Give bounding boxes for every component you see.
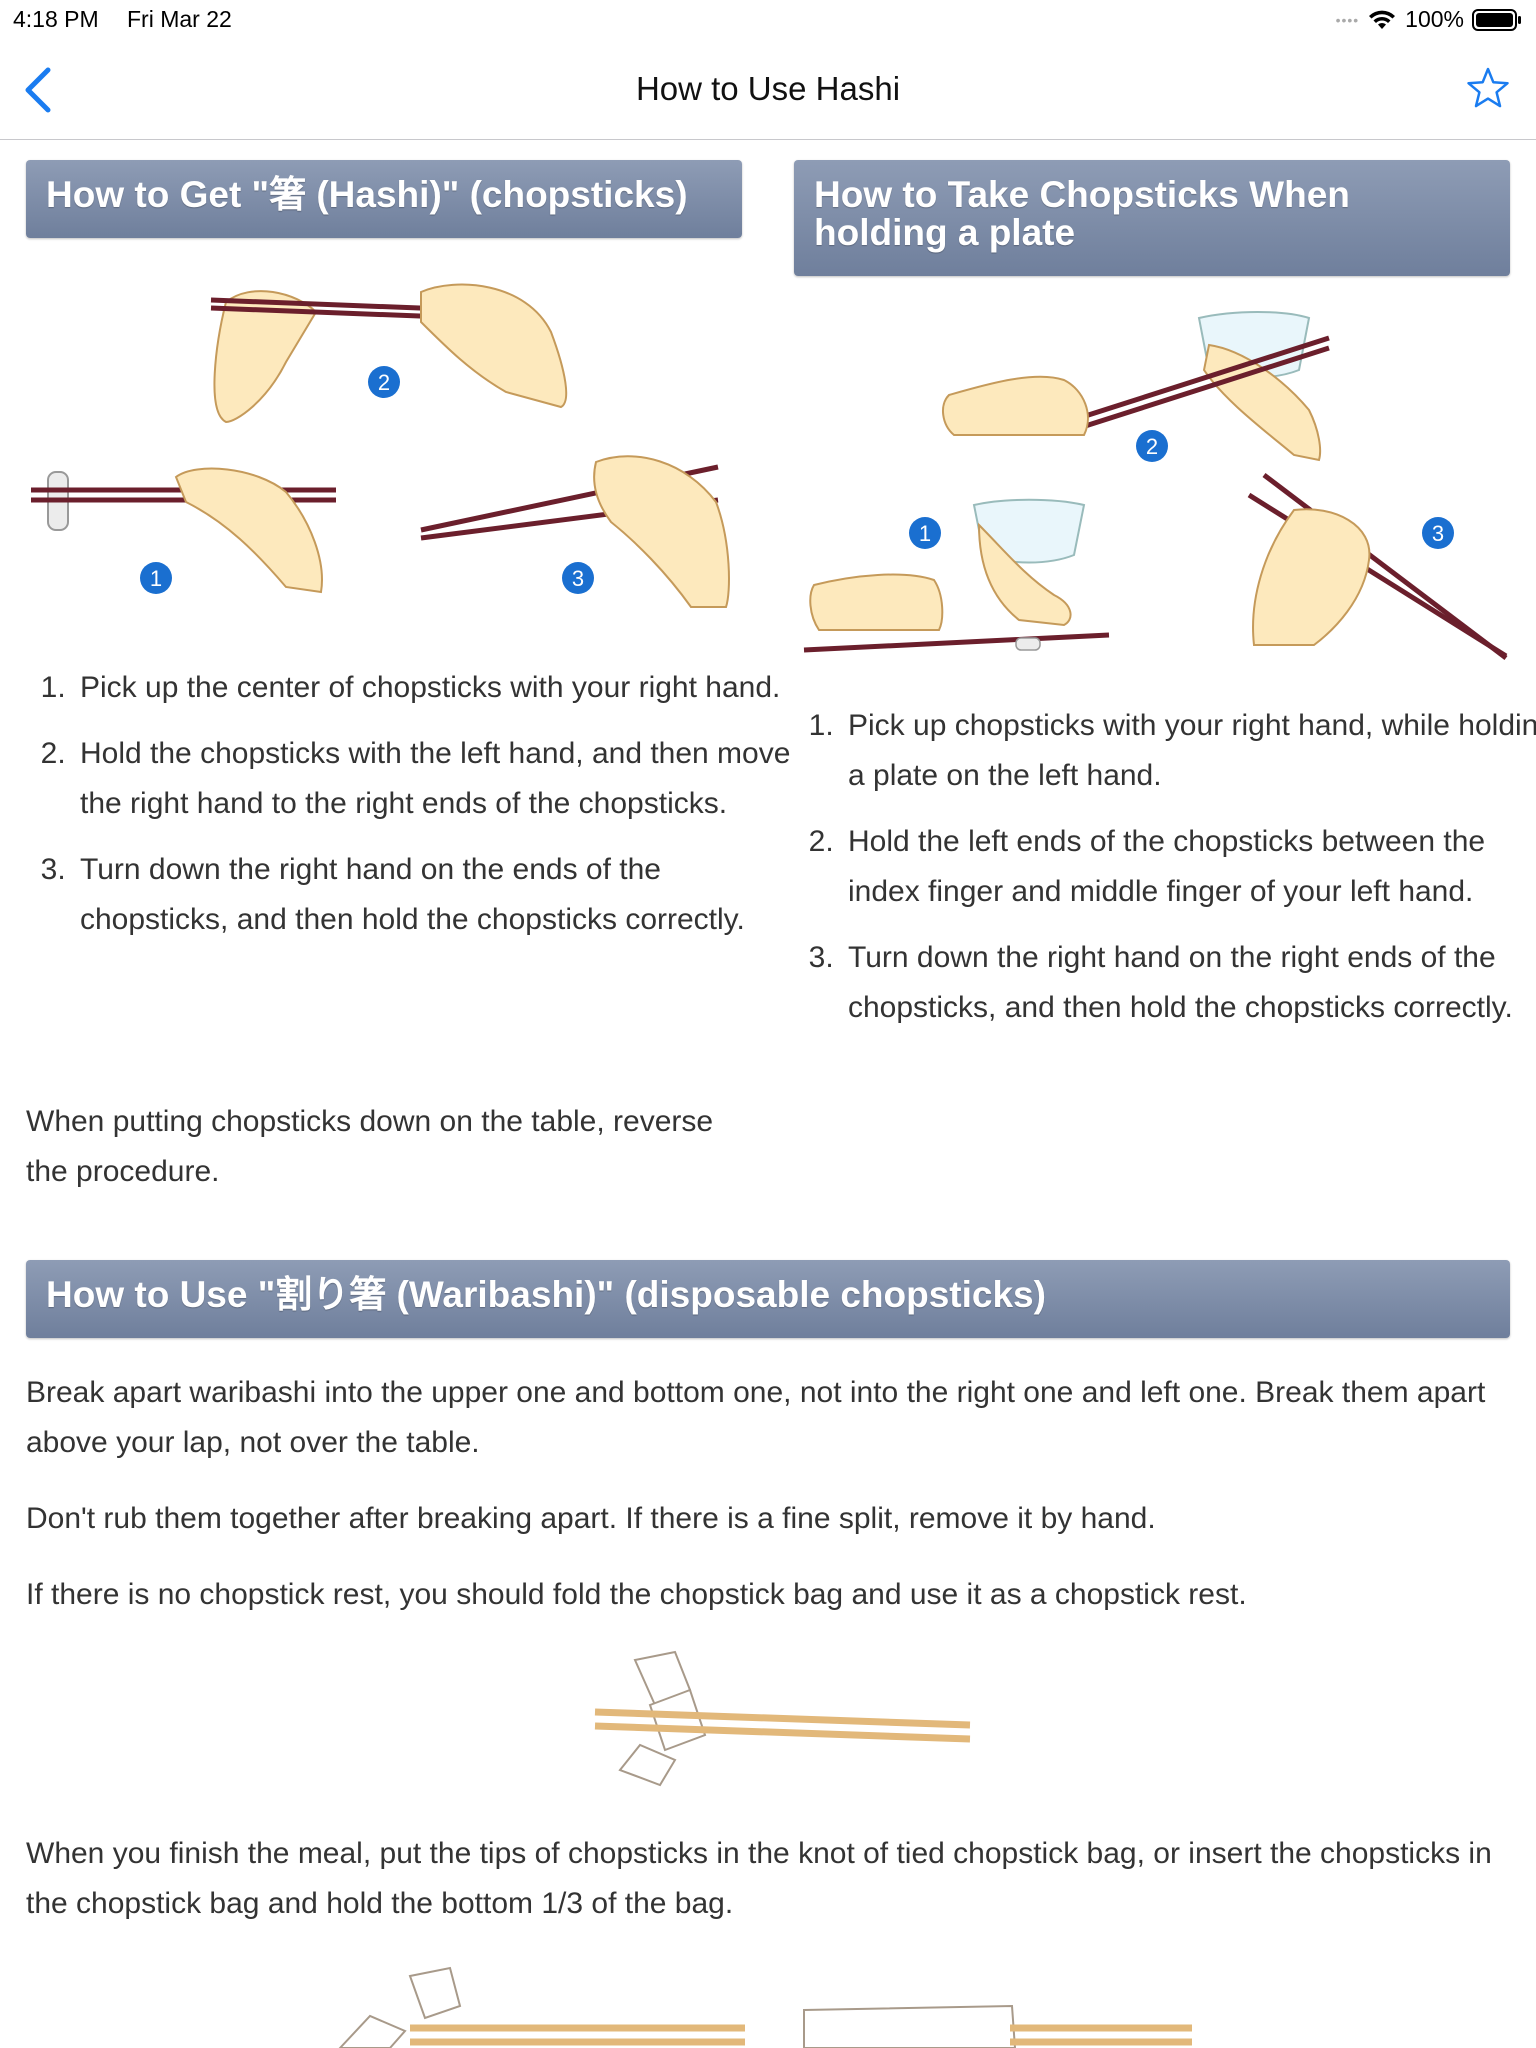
status-right: •••• 100% [1336,6,1522,33]
section-header-waribashi: How to Use "割り箸 (Waribashi)" (disposable… [26,1260,1510,1338]
step-2-bowl-hands: 2 [942,311,1330,462]
step-3-hand: 3 [1247,473,1508,660]
waribashi-paragraph-4: When you finish the meal, put the tips o… [26,1837,1492,1920]
page-title: How to Use Hashi [635,70,901,107]
svg-text:2: 2 [1146,434,1158,459]
back-chevron-icon [25,67,51,113]
badge-2: 2 [1136,430,1168,462]
star-icon [1467,67,1509,108]
badge-3: 3 [562,562,594,594]
svg-text:1: 1 [150,566,162,591]
step-2-hands: 2 [210,283,568,424]
badge-1: 1 [909,517,941,549]
svg-text:3: 3 [572,566,584,591]
step-1-hand: 1 [31,467,336,594]
svg-text:2: 2 [378,370,390,395]
step-1-bowl-hands: 1 [803,498,1110,653]
section-title: How to Use "割り箸 (Waribashi)" (disposable… [46,1274,1046,1315]
chopstick-rest-illustration [594,1650,971,1787]
status-bar: 4:18 PM Fri Mar 22 •••• 100% [0,0,1536,40]
favorite-button[interactable] [1464,64,1512,112]
section-header-hashi: How to Get "箸 (Hashi)" (chopsticks) [26,160,742,238]
hashi-steps-illustration: 2 1 3 [31,283,730,608]
wifi-icon [1369,10,1396,29]
badge-1: 1 [140,562,172,594]
list-item: Turn down the right hand on the right en… [842,933,1536,1033]
list-item: Hold the left ends of the chopsticks bet… [842,817,1536,917]
signal-dots-icon: •••• [1335,11,1360,28]
status-time: 4:18 PM [13,6,99,32]
hashi-steps-list: Pick up the center of chopsticks with yo… [26,663,794,961]
list-item: Pick up chopsticks with your right hand,… [842,701,1536,801]
battery-icon [1472,8,1521,31]
hashi-note: When putting chopsticks down on the tabl… [26,1105,714,1188]
back-button[interactable] [20,62,60,118]
list-item: Hold the chopsticks with the left hand, … [74,729,794,829]
list-item: Pick up the center of chopsticks with yo… [74,663,794,713]
waribashi-paragraph-2: Don't rub them together after breaking a… [26,1502,1156,1535]
list-item: Turn down the right hand on the ends of … [74,845,794,945]
waribashi-paragraph-1: Break apart waribashi into the upper one… [26,1376,1486,1459]
plate-steps-list: Pick up chopsticks with your right hand,… [794,701,1536,1049]
status-date: Fri Mar 22 [127,6,232,32]
section-title: How to Take Chopsticks When holding a pl… [814,174,1350,253]
navigation-bar: How to Use Hashi [0,40,1536,140]
svg-text:3: 3 [1432,521,1444,546]
section-title: How to Get "箸 (Hashi)" (chopsticks) [46,174,688,215]
badge-2: 2 [368,366,400,398]
svg-text:1: 1 [919,521,931,546]
plate-steps-illustration: 2 1 3 [803,311,1508,660]
inserted-bag-illustration [803,2004,1192,2048]
badge-3: 3 [1422,517,1454,549]
section-header-plate: How to Take Chopsticks When holding a pl… [794,160,1510,276]
waribashi-paragraph-3: If there is no chopstick rest, you shoul… [26,1578,1247,1611]
battery-percent: 100% [1405,6,1464,32]
step-3-hand: 3 [420,455,730,608]
tied-bag-illustration [338,1966,745,2048]
